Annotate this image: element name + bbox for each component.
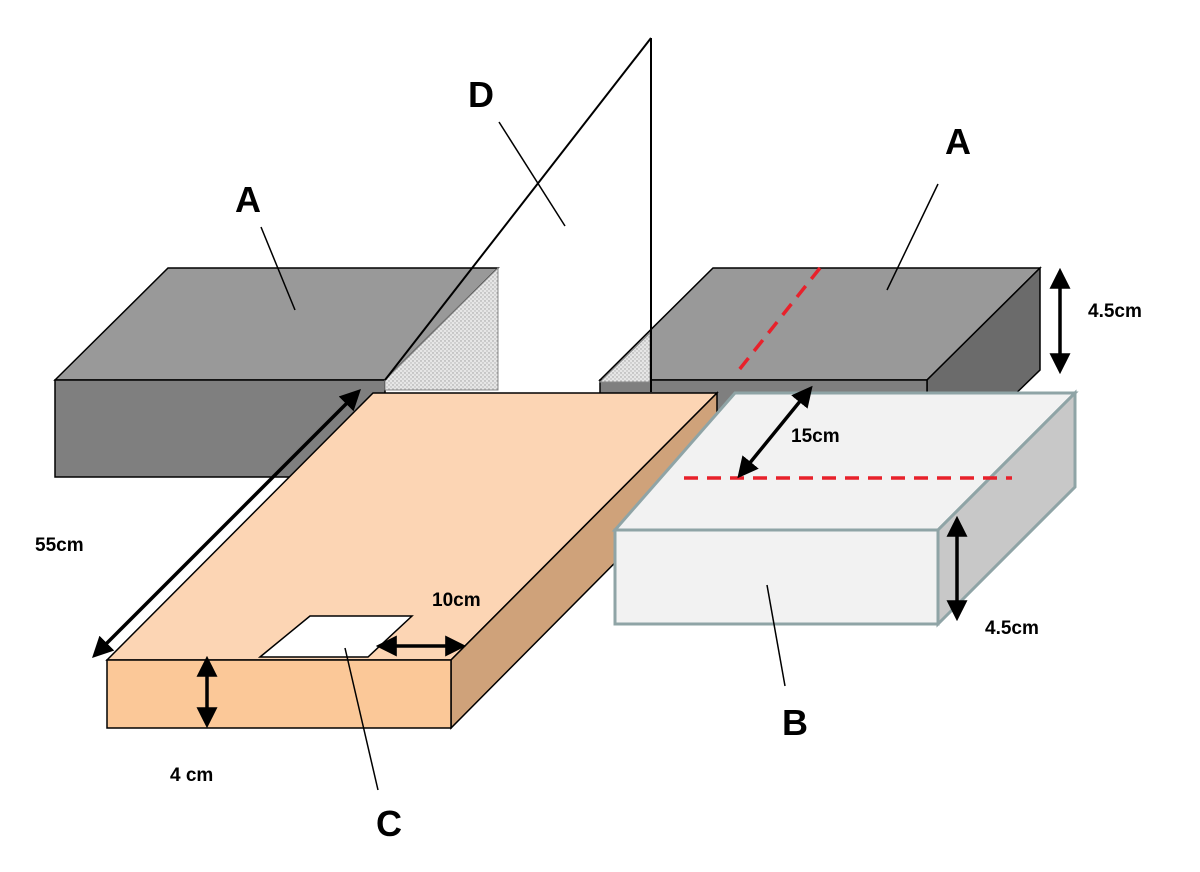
block-b-front: [613, 528, 940, 626]
dim-height-b: 4.5cm: [985, 618, 1039, 639]
panel-d: [384, 37, 652, 392]
board-front: [106, 659, 452, 729]
leader-lines: [260, 121, 939, 791]
dim-board-height: 4 cm: [170, 765, 213, 786]
label-panel-d: D: [468, 74, 494, 115]
arrow-offset-b: [737, 385, 813, 479]
leader-a-left: [260, 226, 296, 311]
label-window-c: C: [376, 803, 402, 844]
dim-window-offset: 10cm: [432, 590, 481, 611]
label-block-a-left: A: [235, 179, 261, 220]
dim-offset-b: 15cm: [791, 426, 840, 447]
leader-c: [344, 647, 379, 791]
label-block-b: B: [782, 702, 808, 743]
block-b: [611, 389, 1079, 628]
label-block-a-right: A: [945, 121, 971, 162]
dim-board-length: 55cm: [35, 535, 84, 556]
arrow-board-length: [92, 389, 361, 658]
dimension-arrows: [92, 267, 1071, 729]
dim-height-a: 4.5cm: [1088, 301, 1142, 322]
panel-d-diagonal-edge: [384, 37, 652, 381]
leader-b: [766, 584, 786, 687]
block-a-right-hatched-face: [598, 331, 651, 383]
leader-d: [498, 121, 566, 227]
leader-a-right: [886, 183, 939, 291]
block-a-left-side: [384, 266, 499, 391]
